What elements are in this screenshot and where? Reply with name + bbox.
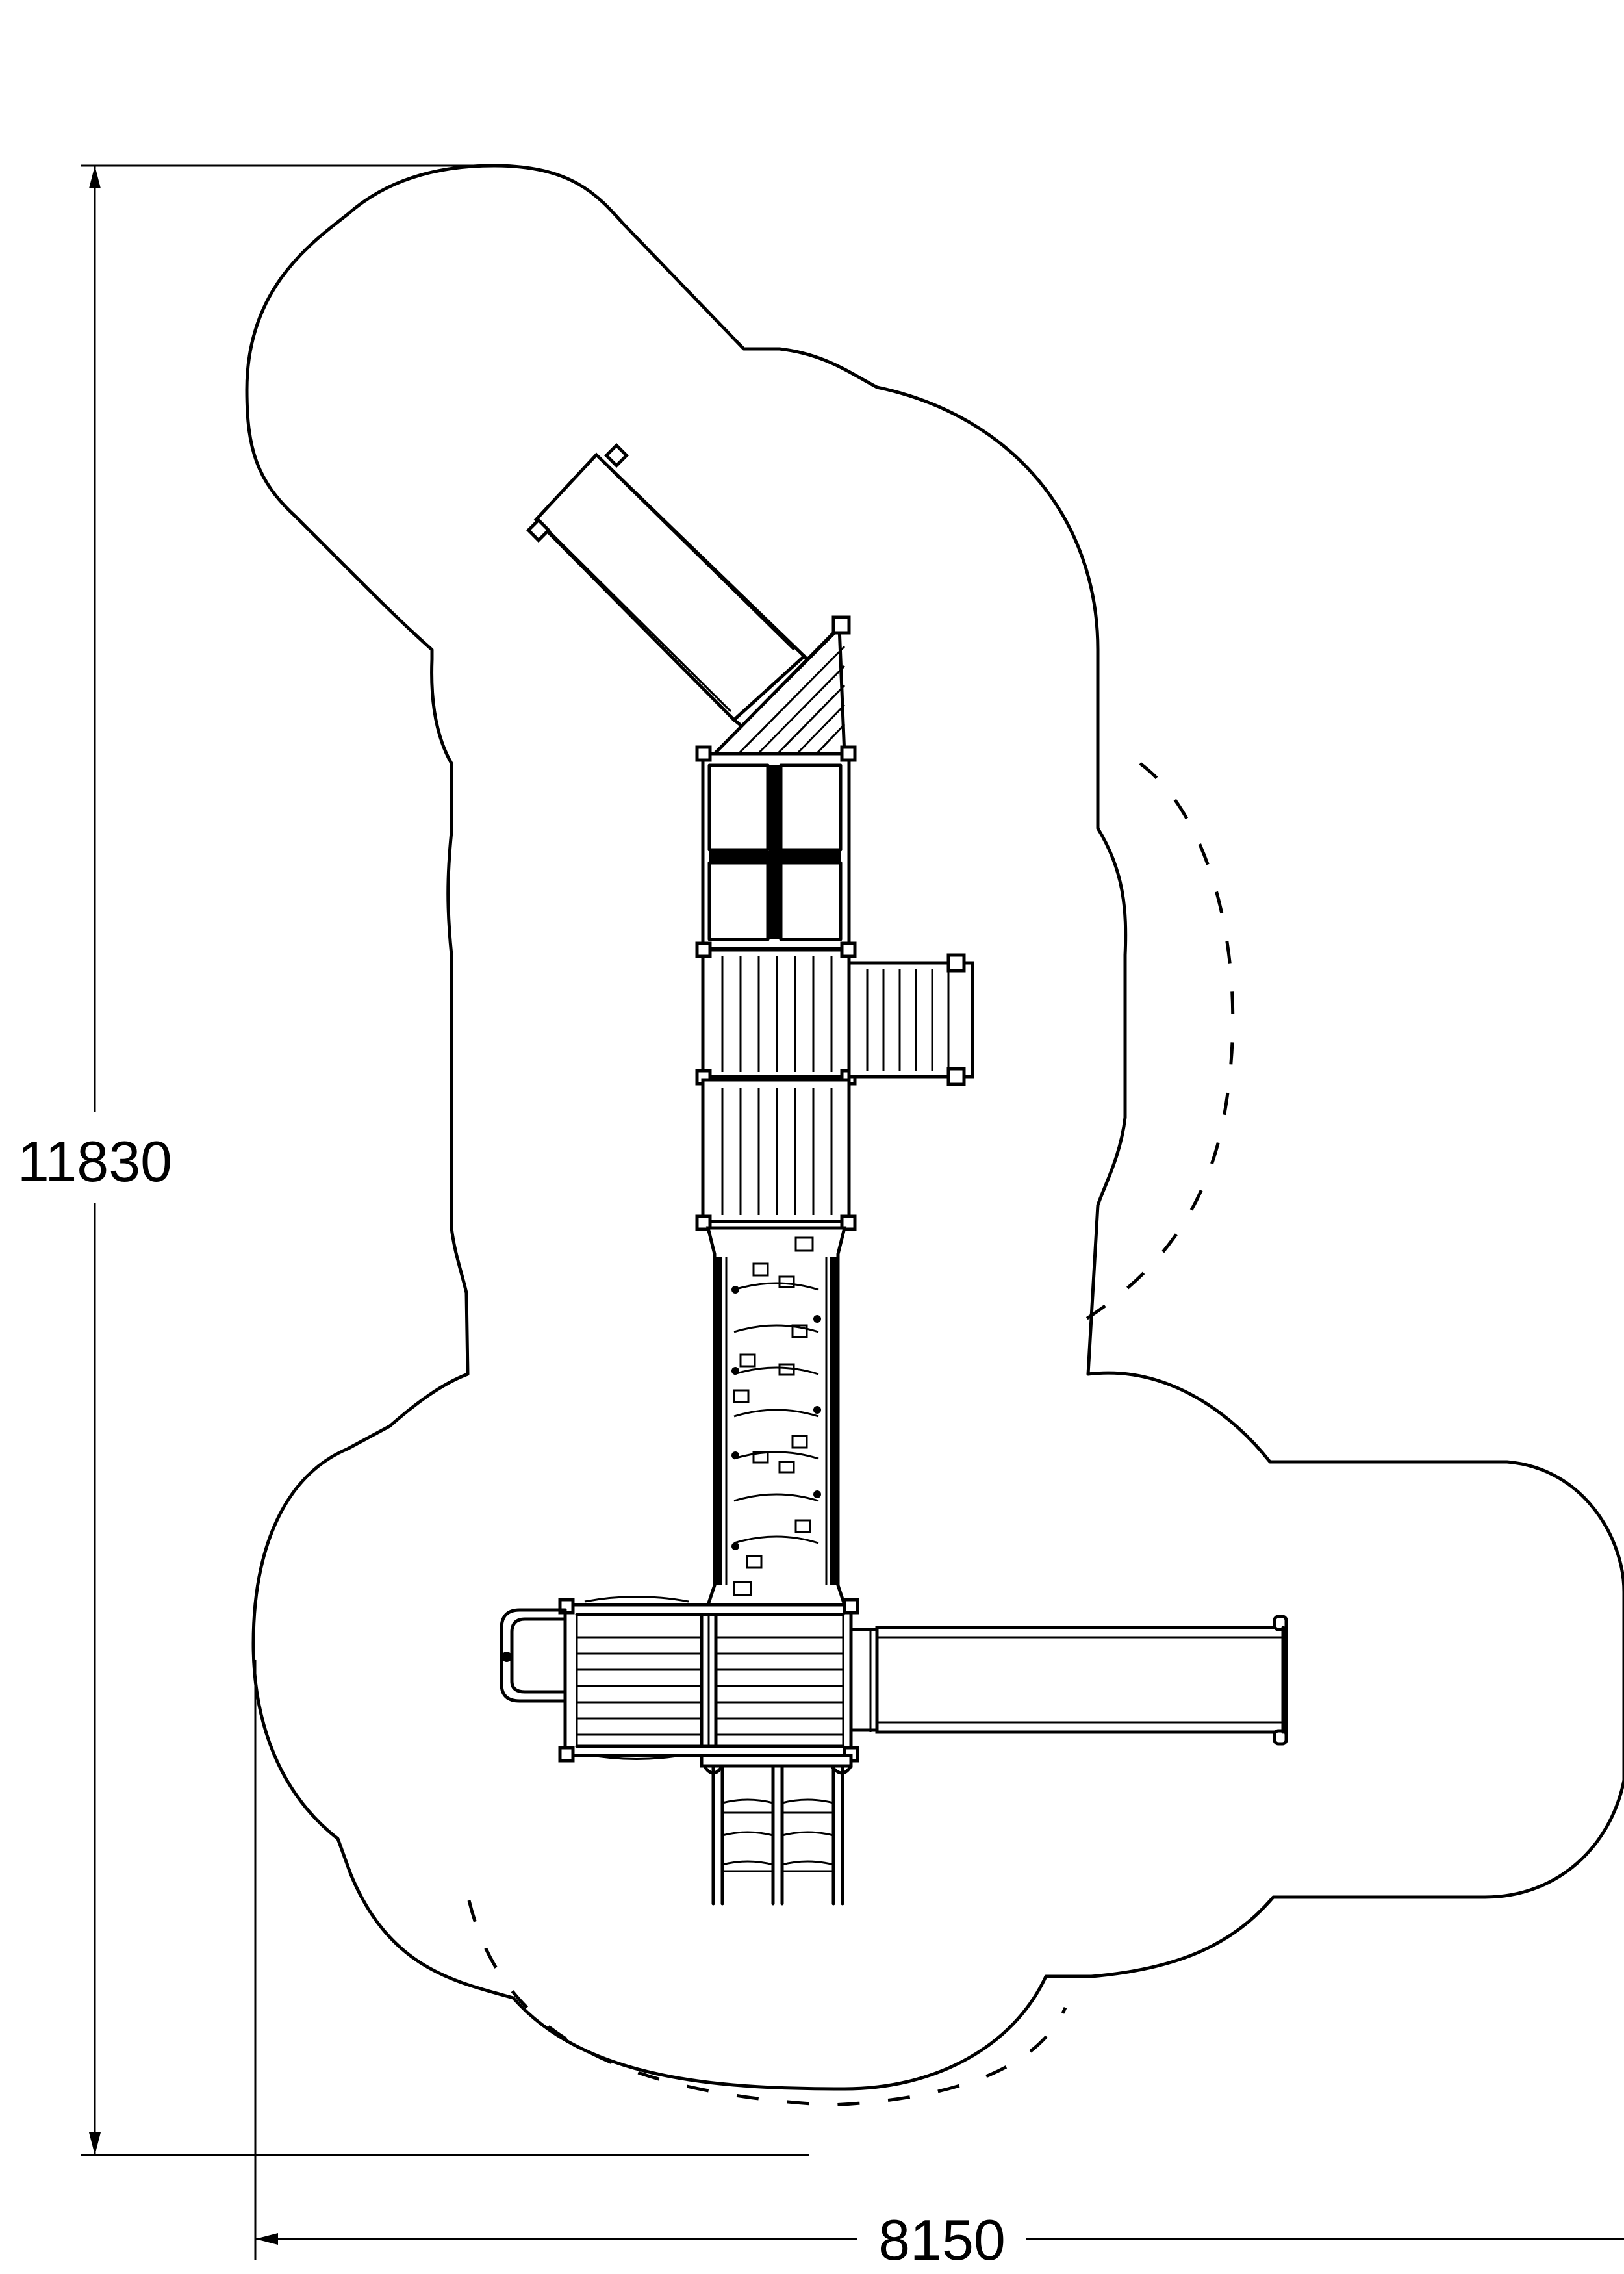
height-dimension-label: 11830 [18,1129,172,1194]
height-dimension: 11830 [18,164,809,2156]
side-step-platform [847,953,974,1086]
ladder [700,1754,853,1906]
plank-deck-upper [695,941,857,1086]
plank-deck-lower [695,1078,857,1231]
lower-slide [849,1615,1288,1746]
width-dimension-label: 8150 [878,2208,1006,2272]
lower-use-zone-arc [467,1900,1067,2107]
climbing-bridge [705,1226,847,1607]
width-dimension: 8150 [254,1660,1624,2272]
safety-zone-outline [245,164,1624,2091]
upper-use-zone-arc [1085,761,1235,1321]
handle-rail [500,1608,567,1703]
tower-roof [695,745,857,951]
bottom-deck [558,1596,859,1763]
